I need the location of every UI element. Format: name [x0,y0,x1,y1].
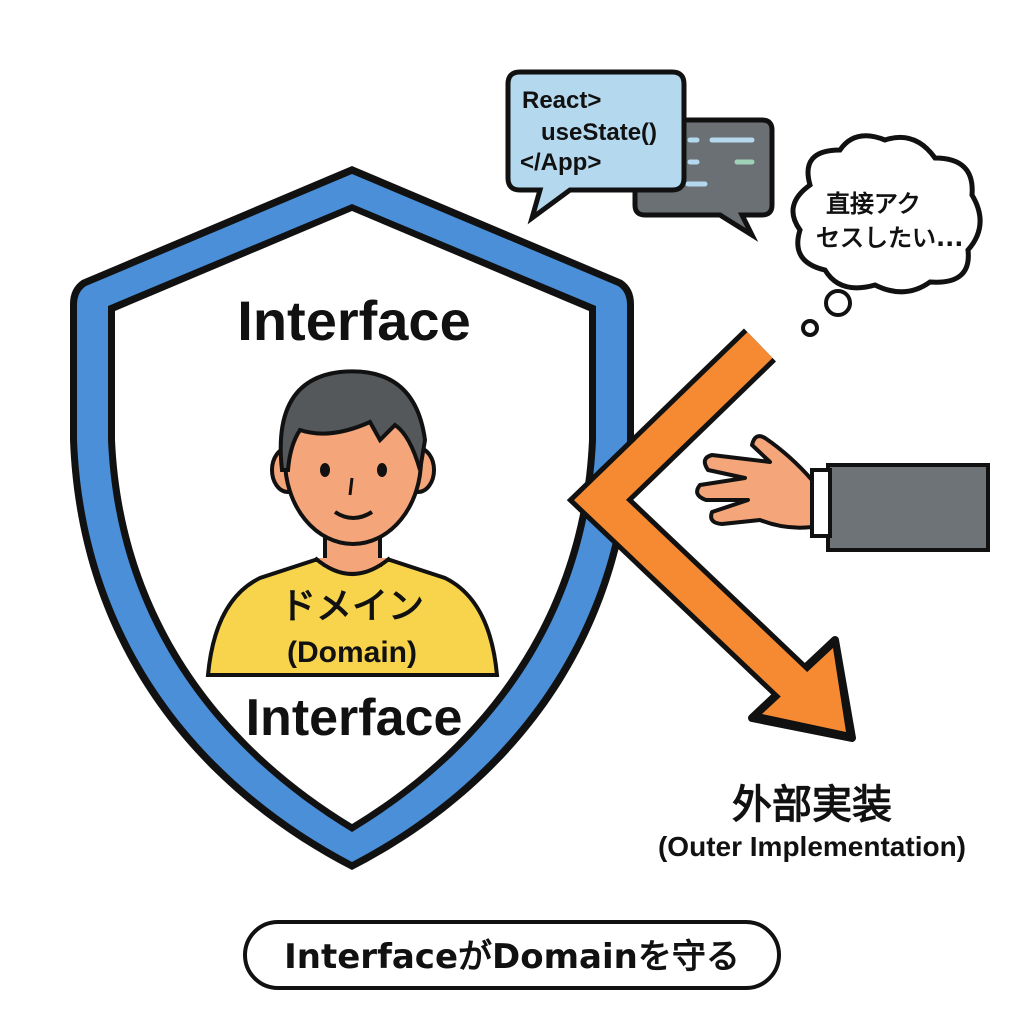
code-line-2: useState() [541,119,657,146]
code-bubble-front [505,69,687,225]
domain-label-en: (Domain) [287,636,417,669]
domain-label-jp: ドメイン [280,586,424,627]
domain-person-icon [205,369,500,677]
code-line-3: </App> [520,149,601,176]
outer-label-jp: 外部実装 [732,782,892,828]
caption-text: InterfaceがDomainを守る [284,937,740,977]
thought-line-1: 直接アク [826,190,921,218]
thought-line-2: セスしたい... [816,224,963,252]
deflect-arrow-icon [566,328,856,742]
reaching-hand-icon [695,434,990,552]
caption-pill [243,920,781,990]
shield-title-bottom: Interface [246,689,463,747]
outer-label-en: (Outer Implementation) [658,831,966,862]
code-line-1: React> [522,87,601,114]
thought-cloud [790,133,983,337]
shield-title-top: Interface [237,289,470,352]
